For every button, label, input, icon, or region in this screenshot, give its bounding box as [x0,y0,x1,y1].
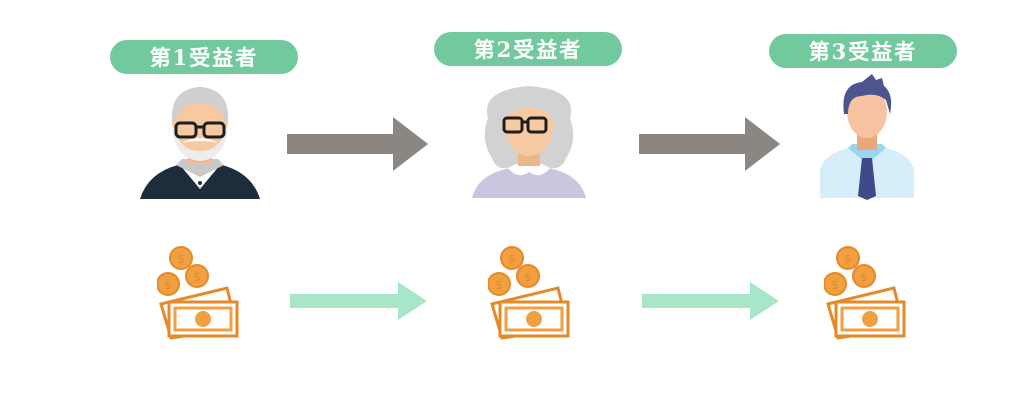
beneficiary-2-label: 第2受益者 [434,32,622,66]
succession-arrow-1 [287,117,428,171]
svg-text:$: $ [831,278,839,292]
young-man-icon [820,74,914,200]
money-flow-arrow-1 [290,282,427,320]
svg-text:$: $ [177,252,185,266]
succession-arrow-2 [639,117,780,171]
svg-text:$: $ [164,278,172,292]
money-icon-1: $ $ $ [157,246,239,340]
beneficiary-3-label: 第3受益者 [769,34,957,68]
elderly-man-icon [140,87,260,199]
money-icon-2: $ $ $ [488,246,570,340]
beneficiary-1-label: 第1受益者 [110,40,298,74]
svg-text:$: $ [860,270,868,284]
svg-text:$: $ [193,270,201,284]
money-icon-3: $ $ $ [824,246,906,340]
money-flow-arrow-2 [642,282,779,320]
svg-text:$: $ [844,252,852,266]
svg-text:$: $ [508,252,516,266]
svg-text:$: $ [495,278,503,292]
elderly-woman-icon [472,86,586,198]
svg-text:$: $ [524,270,532,284]
